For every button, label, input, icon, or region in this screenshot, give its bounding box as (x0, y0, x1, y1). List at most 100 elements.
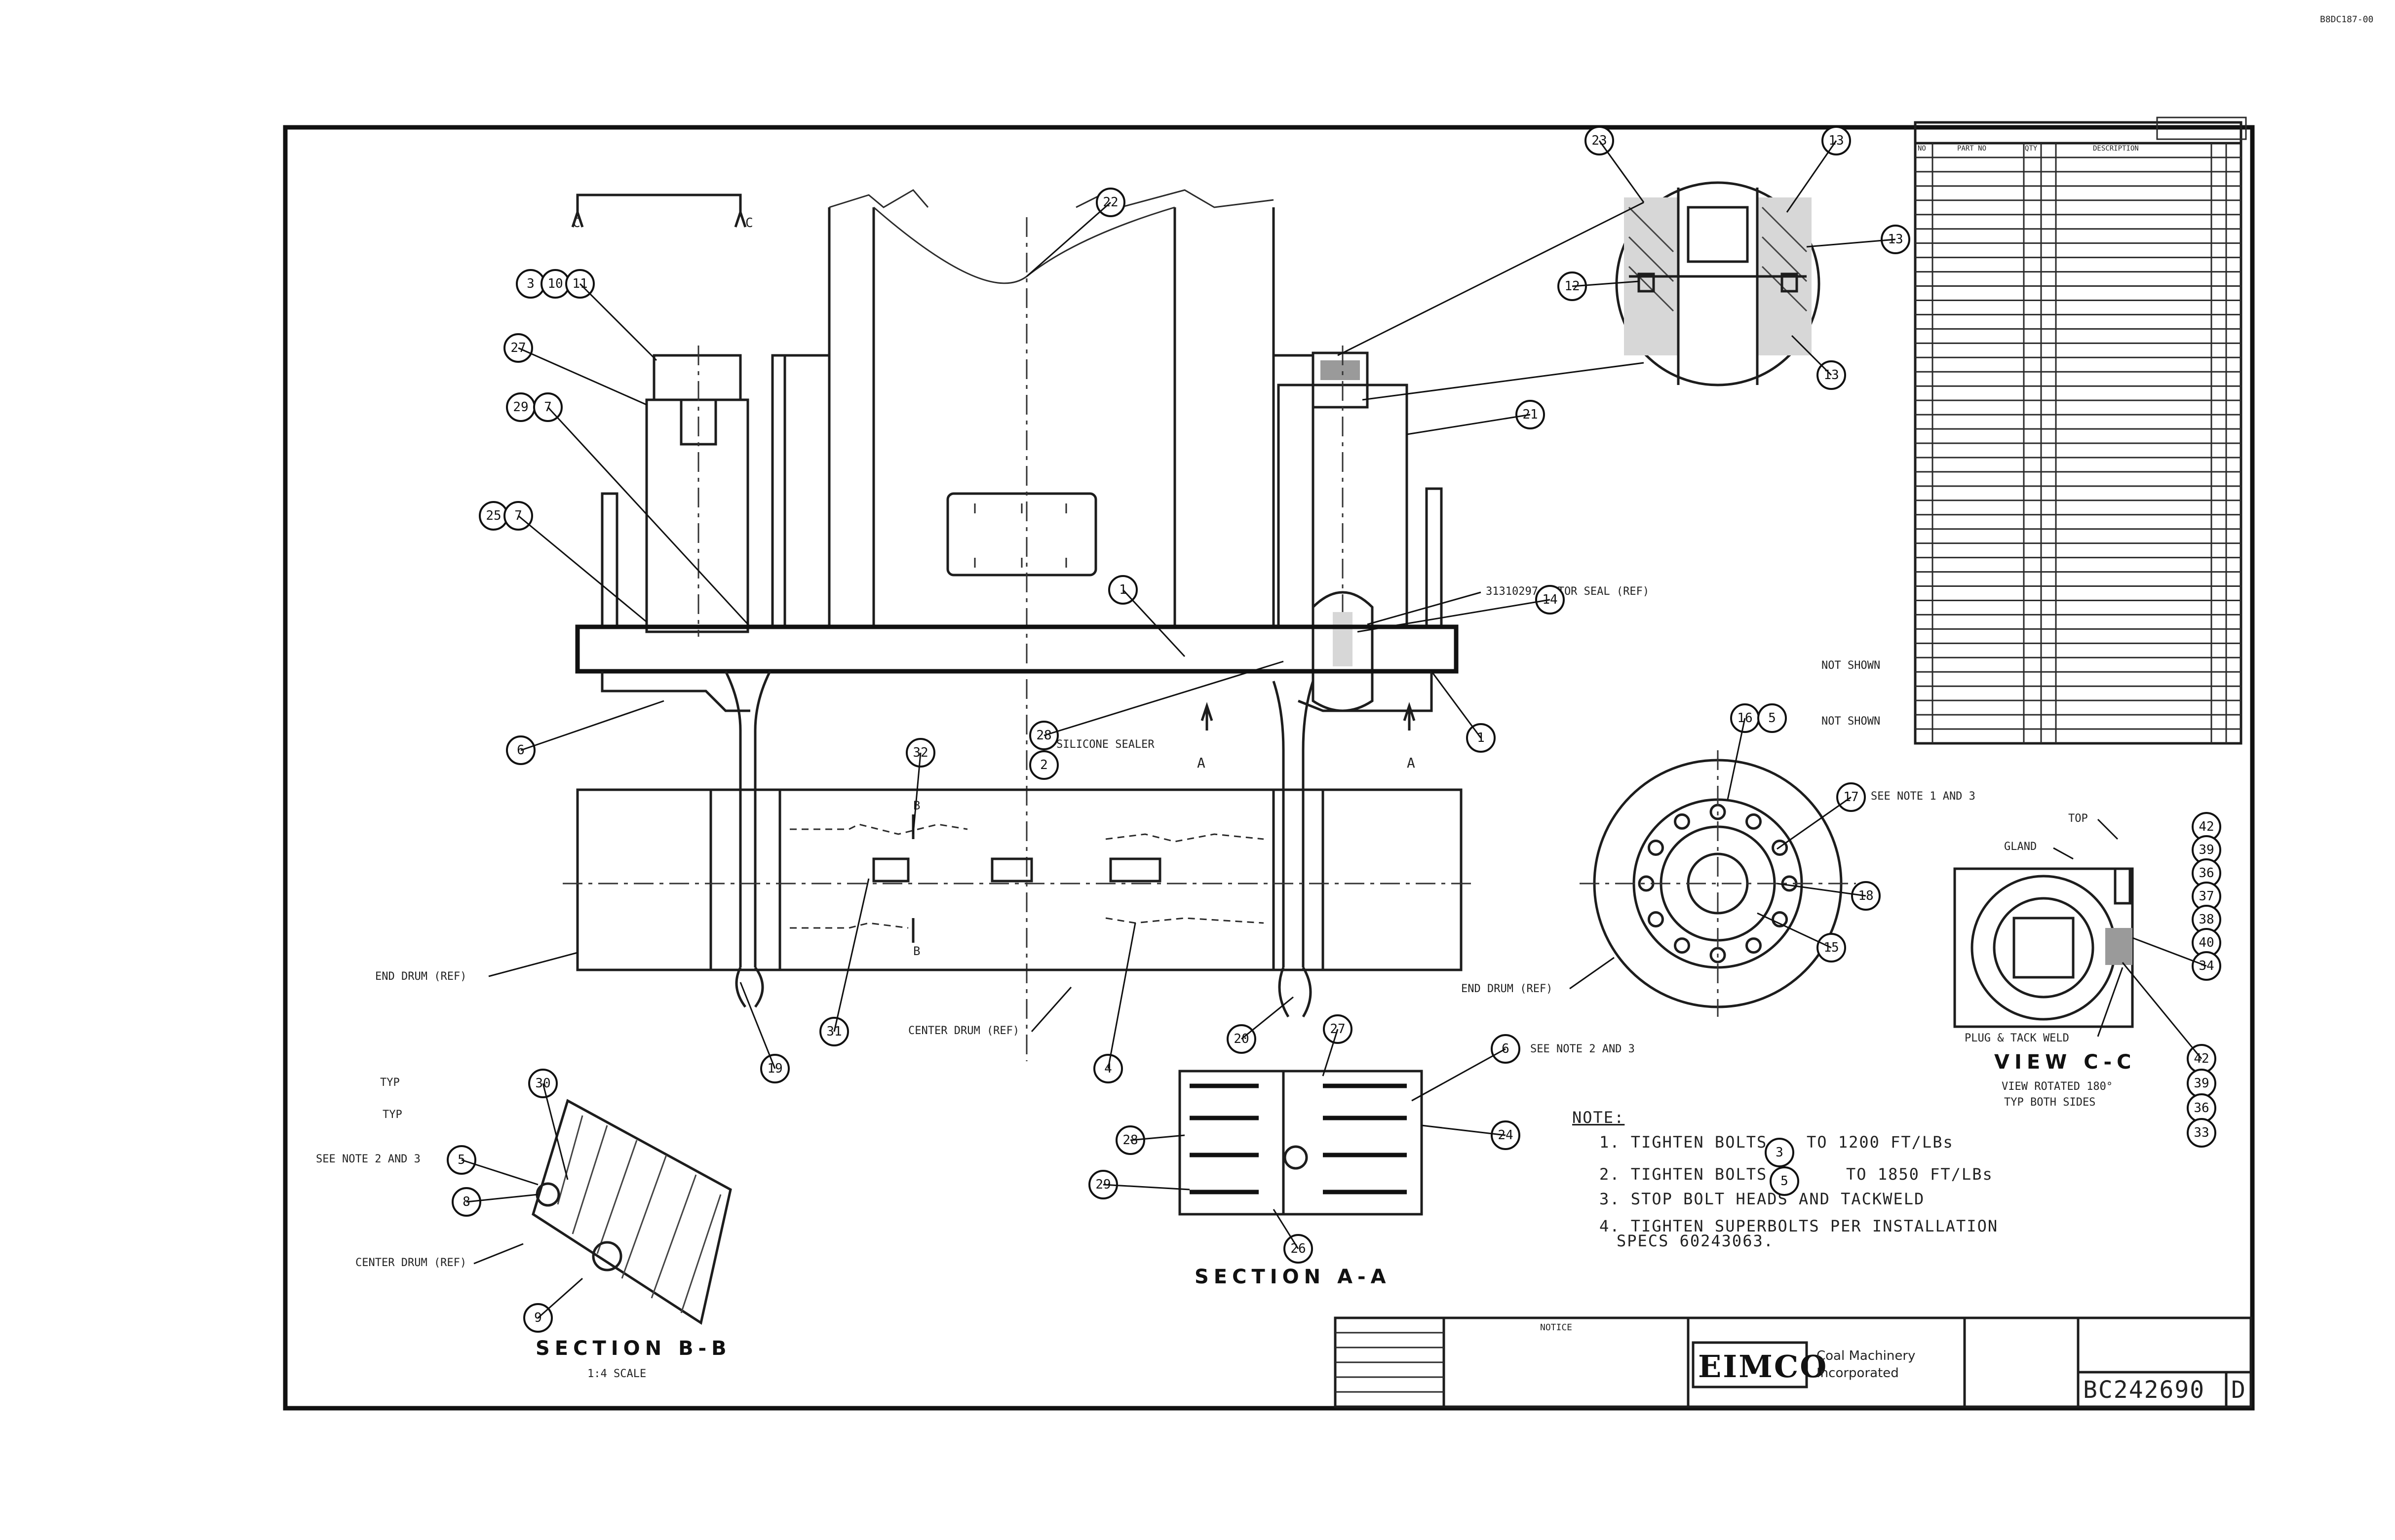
item-balloon-b33: 33 (2187, 1118, 2216, 1148)
balloon-leader-b19 (739, 982, 776, 1069)
balloon-leader-b29b (1103, 1184, 1190, 1191)
end-drum-view: END DRUM (REF) SEE NOTE 1 AND 3 (1461, 750, 1975, 1017)
balloon-leader-b28b (1130, 1134, 1185, 1141)
bolt-hole (1674, 937, 1690, 954)
table-header-no: NO (1918, 145, 1926, 153)
cut-c-right: C (745, 216, 753, 231)
bolt-hole (1647, 911, 1664, 927)
notes-block: NOTE: 1. TIGHTEN BOLTS TO 1200 FT/LBs 2.… (1572, 1108, 1998, 1250)
item-balloon-b36b: 36 (2187, 1093, 2216, 1123)
item-balloon-label: 39 (2199, 843, 2214, 857)
balloon-leader-b31 (833, 878, 870, 1032)
item-balloon-b37: 37 (2192, 882, 2221, 911)
item-balloon-b2: 2 (1029, 750, 1059, 780)
item-balloon-b5b2: 5 (1770, 1166, 1799, 1196)
revision-letter: D (2231, 1376, 2246, 1404)
balloon-leader-b1b (1430, 671, 1482, 738)
balloon-leader-b13a (1786, 140, 1837, 213)
balloon-leader-b27b (1322, 1029, 1339, 1077)
title-block: NOTICE EIMCO Coal Machinery Incorporated… (1334, 1316, 2252, 1408)
notice-heading: NOTICE (1540, 1322, 1572, 1333)
item-balloon-label: 3 (1776, 1145, 1783, 1160)
item-balloon-label: 39 (2194, 1076, 2209, 1091)
end-drum-ref-left: END DRUM (REF) (375, 970, 466, 983)
item-balloon-b29: 29 (506, 392, 536, 422)
balloon-leader-b32 (912, 752, 922, 835)
item-balloon-b3c: 3 (1765, 1138, 1794, 1167)
section-b-title: SECTION B-B (536, 1337, 732, 1360)
eimco-logo: EIMCO (1698, 1348, 1828, 1385)
see-note-2-3-callout-b: SEE NOTE 2 AND 3 (316, 1153, 421, 1165)
table-header-description: DESCRIPTION (2093, 145, 2139, 153)
balloon-leader-b11 (579, 283, 657, 361)
item-balloon-label: 10 (547, 276, 563, 291)
center-drum-ref-main: CENTER DRUM (REF) (908, 1025, 1019, 1037)
typ-label-b: TYP (383, 1109, 402, 1121)
item-balloon-label: 33 (2194, 1125, 2209, 1140)
typ-label-a: TYP (380, 1077, 400, 1089)
section-a-title: SECTION A-A (1195, 1266, 1391, 1288)
item-balloon-label: 5 (1768, 711, 1776, 726)
item-balloon-label: 36 (2199, 866, 2214, 881)
table-header-qty: QTY (2025, 145, 2038, 153)
balloon-leader-b13c (1791, 335, 1832, 376)
drawing-number: BC242690 (2083, 1376, 2205, 1404)
notes-heading: NOTE: (1572, 1108, 1624, 1127)
item-balloon-b40: 40 (2192, 928, 2221, 958)
balloon-leader-b21 (1406, 414, 1531, 435)
note-2: 2. TIGHTEN BOLTS (1599, 1165, 1767, 1184)
item-balloon-label: 40 (2199, 935, 2214, 950)
gland-label: GLAND (2004, 841, 2037, 853)
company-line-1: Coal Machinery (1816, 1348, 1915, 1363)
balloon-leader-b18 (1777, 883, 1866, 897)
balloon-leader-b24 (1421, 1124, 1506, 1136)
item-balloon-label: 38 (2199, 912, 2214, 927)
bolt-hole (1674, 813, 1690, 830)
balloon-leader-b22 (1026, 201, 1111, 277)
balloon-leader-b15 (1757, 912, 1832, 949)
item-balloon-b39b: 39 (2187, 1069, 2216, 1098)
company-line-2: Incorporated (1816, 1366, 1899, 1381)
balloon-leader-b4 (1107, 923, 1136, 1069)
balloon-leader-b42b (2122, 962, 2202, 1059)
center-drum-ref-section: CENTER DRUM (REF) (355, 1257, 466, 1269)
balloon-leader-b8 (466, 1194, 539, 1203)
balloon-leader-b7b (518, 515, 647, 623)
cut-b-bottom: B (913, 944, 920, 958)
item-balloon-b36a: 36 (2192, 858, 2221, 888)
not-shown-label-a: NOT SHOWN (1821, 659, 1880, 672)
top-label: TOP (2068, 812, 2088, 825)
balloon-leader-b28 (1043, 660, 1284, 736)
balloon-leader-b1a (1122, 589, 1186, 657)
item-balloon-b3: 3 (516, 269, 545, 299)
balloon-leader-b20 (1241, 996, 1294, 1040)
item-balloon-label: 36 (2194, 1101, 2209, 1116)
corner-id: B8DC187-00 (2320, 14, 2373, 25)
note-4: 4. TIGHTEN SUPERBOLTS PER INSTALLATION (1599, 1217, 1998, 1235)
cut-a-left: A (1197, 755, 1205, 771)
cut-a-right: A (1407, 755, 1415, 771)
balloon-leader-b27a (518, 347, 647, 406)
parts-list-table: NO PART NO QTY DESCRIPTION NOT SHOWN NOT… (1821, 116, 2247, 745)
balloon-leader-b7a (547, 406, 751, 628)
balloon-leader-b6 (520, 700, 664, 751)
balloon-leader-b26 (1273, 1209, 1299, 1249)
item-balloon-b10: 10 (541, 269, 570, 299)
item-balloon-b42a: 42 (2192, 812, 2221, 842)
bolt-hole (1745, 937, 1762, 954)
balloon-leader-b12 (1572, 280, 1639, 287)
not-shown-label-b: NOT SHOWN (1821, 715, 1880, 728)
bolt-hole (1745, 813, 1762, 830)
silicone-sealer-callout: SILICONE SEALER (1056, 738, 1155, 751)
item-balloon-b12: 12 (1557, 271, 1587, 301)
view-c-note-both-sides: TYP BOTH SIDES (2004, 1096, 2095, 1109)
balloon-leader-b30 (542, 1083, 569, 1180)
item-balloon-label: 5 (1780, 1174, 1788, 1189)
view-c-title: VIEW C-C (1994, 1051, 2136, 1074)
balloon-leader-b5c (461, 1159, 539, 1186)
bolt-hole (1772, 840, 1788, 856)
note-2-tail: TO 1850 FT/LBs (1846, 1165, 1993, 1184)
balloon-leader-b14 (1357, 599, 1550, 633)
item-balloon-label: 2 (1040, 758, 1048, 772)
